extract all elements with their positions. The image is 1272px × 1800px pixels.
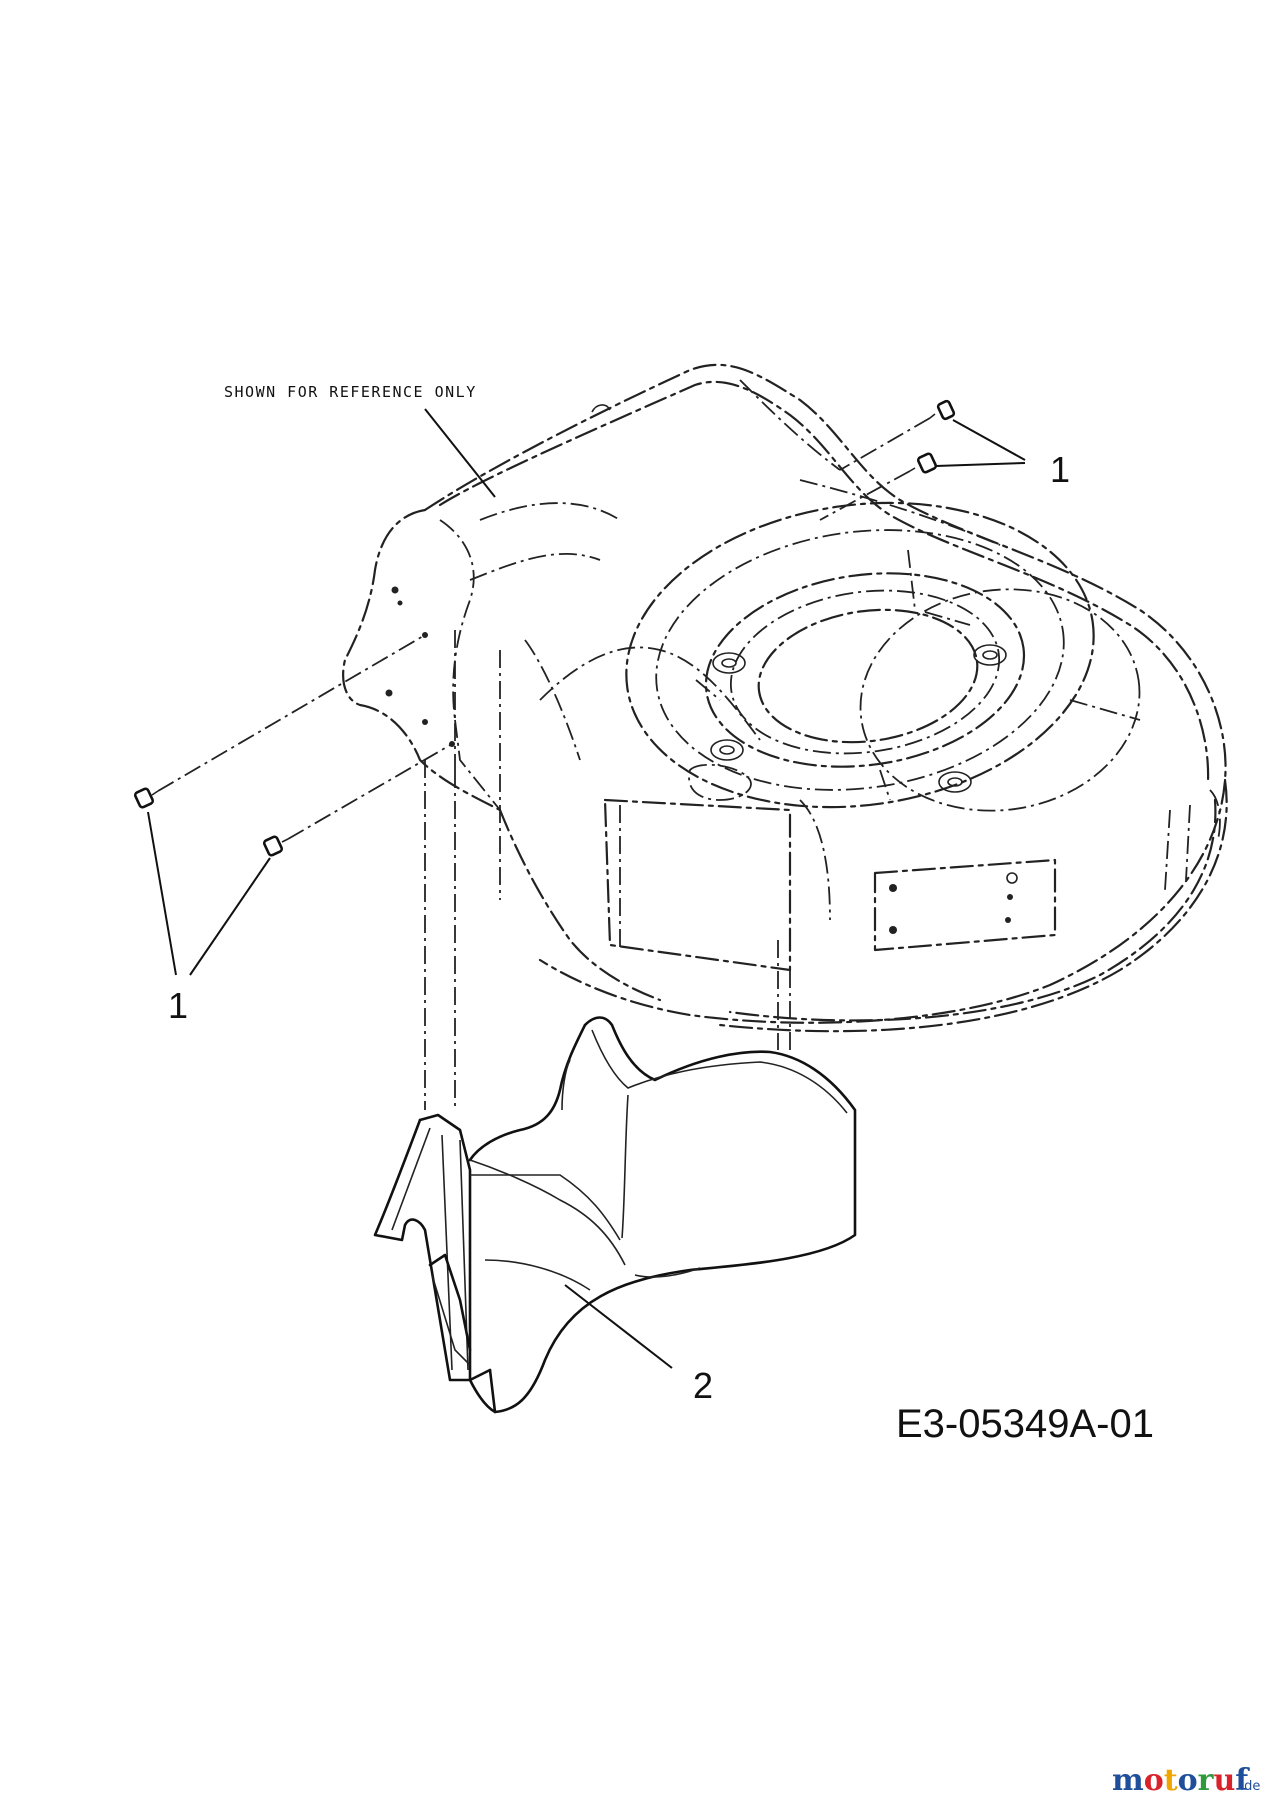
callout-1-right-label: 1 <box>1050 449 1070 490</box>
mount-boss-group <box>710 644 1007 793</box>
deck-housing-reference <box>342 363 1228 1033</box>
watermark-brand: motoruf <box>1112 1763 1250 1798</box>
screw-axis-lines <box>157 417 931 1110</box>
reference-leader <box>424 408 496 498</box>
callout-2-label: 2 <box>693 1365 713 1406</box>
figure-id: E3-05349A-01 <box>896 1402 1154 1446</box>
screw-upper-left <box>133 787 159 809</box>
callout-1-left-label: 1 <box>168 985 188 1026</box>
reference-note-group: SHOWN FOR REFERENCE ONLY <box>224 383 496 498</box>
reference-note: SHOWN FOR REFERENCE ONLY <box>224 383 477 401</box>
watermark: motoruf .de <box>1112 1763 1260 1798</box>
callout-2: 2 <box>564 1284 713 1406</box>
callout-1-left: 1 <box>147 811 271 1026</box>
callout-1-right: 1 <box>935 419 1070 490</box>
screw-lower-left <box>262 835 289 857</box>
watermark-suffix: .de <box>1240 1779 1260 1794</box>
screw-upper-right <box>929 399 956 421</box>
screw-lower-right <box>909 452 938 474</box>
discharge-chute <box>373 1016 857 1414</box>
